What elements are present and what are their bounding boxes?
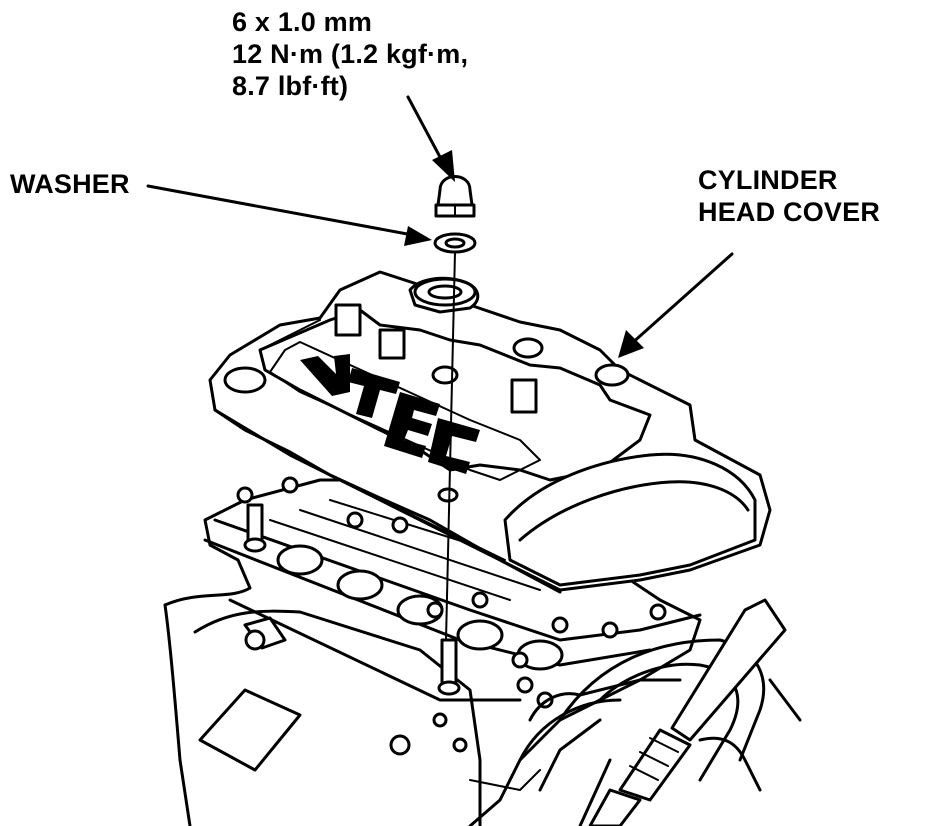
oil-filler-cap xyxy=(408,276,480,314)
cover-bosses xyxy=(223,303,630,503)
recess-left xyxy=(198,688,302,772)
cylinder-head-cover-label: CYLINDER HEAD COVER xyxy=(698,164,880,228)
stud-center xyxy=(440,638,458,687)
head-cover xyxy=(208,270,772,594)
fastener-spec-label: 6 x 1.0 mm 12 N·m (1.2 kgf·m, 8.7 lbf·ft… xyxy=(232,6,468,102)
dipstick xyxy=(670,598,787,742)
spec-torque-nm: 12 N·m (1.2 kgf·m, xyxy=(232,39,469,69)
cover-label-line2: HEAD COVER xyxy=(698,197,881,227)
washer-arrow xyxy=(146,184,432,246)
cylinder-head xyxy=(163,476,702,826)
cap-nut xyxy=(434,175,476,218)
cover-label-line1: CYLINDER xyxy=(698,165,838,195)
timing-cover xyxy=(469,598,802,826)
spec-arrow xyxy=(406,95,455,182)
spec-size: 6 x 1.0 mm xyxy=(232,7,373,37)
cover-arrow xyxy=(618,252,734,358)
washer-label: WASHER xyxy=(10,169,130,199)
spec-torque-lbf: 8.7 lbf·ft) xyxy=(232,71,349,101)
head-bolts xyxy=(236,476,667,709)
vtec-logo xyxy=(300,354,480,474)
install-axis-line xyxy=(445,251,456,641)
washer xyxy=(433,232,477,254)
